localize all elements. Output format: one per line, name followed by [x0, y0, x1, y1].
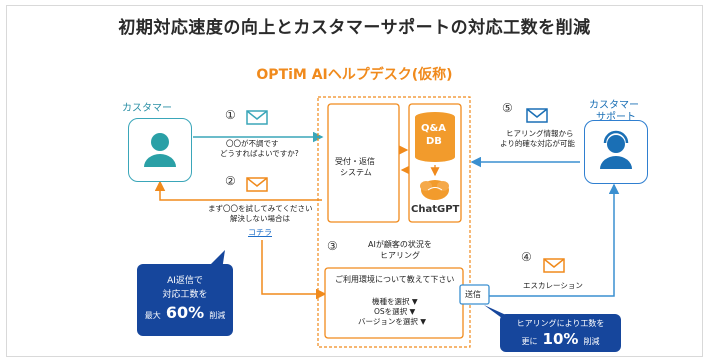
step-4-text: エスカレーション [523, 281, 583, 290]
callout-left-line1: AI返信で [167, 276, 203, 286]
step-4-number: ④ [521, 250, 532, 264]
mail-icon [246, 177, 268, 192]
step-5-text-2: より的確な対応が可能 [500, 139, 575, 148]
arrow-link-form [261, 240, 327, 300]
headset-person-icon [600, 130, 632, 169]
callout-left: AI返信で 対応工数を 最大 60% 削減 [137, 264, 233, 336]
callout-left-value: 60% [165, 303, 205, 322]
callout-right: ヒアリングにより工数を 更に 10% 削減 [500, 314, 621, 352]
step-3-number: ③ [327, 239, 338, 253]
step-2-text-2: 解決しない場合は [230, 214, 290, 223]
arrow-4 [489, 183, 620, 297]
callout-right-value: 10% [542, 330, 579, 348]
step-2-number: ② [225, 174, 236, 188]
arrow-2 [154, 180, 322, 201]
person-icon [144, 133, 176, 167]
step-1-text-1: 〇〇が不調です [226, 139, 279, 148]
product-subtitle: OPTiM AIヘルプデスク(仮称) [256, 67, 453, 83]
support-label-line1: カスタマー [589, 100, 639, 111]
system-box [327, 103, 400, 223]
step-5-text-1: ヒアリング情報から [506, 129, 574, 138]
send-button[interactable]: 送信 [465, 290, 481, 299]
callout-left-suffix: 削減 [209, 311, 226, 320]
frame [6, 5, 703, 357]
brain-icon [420, 180, 449, 200]
callout-left-tail [205, 250, 225, 270]
callout-right-suffix: 削減 [583, 337, 600, 346]
form-select-device[interactable]: 機種を選択 ▼ [372, 297, 418, 306]
system-label-2: システム [340, 168, 372, 177]
db-cylinder-icon [415, 112, 455, 162]
mail-icon [246, 110, 268, 125]
form-select-os[interactable]: OSを選択 ▼ [374, 307, 416, 316]
page-title: 初期対応速度の向上とカスタマーサポートの対応工数を削減 [118, 18, 591, 38]
chatgpt-label: ChatGPT [411, 204, 460, 215]
callout-left-line2: 対応工数を [162, 290, 208, 300]
callout-left-prefix: 最大 [144, 311, 161, 320]
system-container [317, 96, 471, 348]
step-5-number: ⑤ [502, 101, 513, 115]
customer-icon-box [128, 118, 192, 182]
callout-right-line1: ヒアリングにより工数を [516, 319, 605, 328]
mail-icon [526, 108, 548, 123]
mail-icon [543, 258, 565, 273]
step-2-text-1: まず〇〇を試してみてください [208, 204, 313, 213]
qa-label-2: DB [426, 136, 442, 147]
system-label-1: 受付・返信 [335, 157, 375, 166]
customer-label: カスタマー [122, 103, 172, 114]
send-button-box [459, 284, 490, 305]
step-1-text-2: どうすればよいですか? [220, 149, 299, 158]
support-label-line2: サポート [596, 112, 636, 123]
callout-right-tail [484, 305, 506, 321]
form-select-version[interactable]: バージョンを選択 ▼ [358, 317, 427, 326]
step-3-text-2: ヒアリング [380, 251, 420, 260]
step-2-link[interactable]: コチラ [248, 228, 272, 237]
form-title: ご利用環境について教えて下さい [335, 275, 455, 284]
step-1-number: ① [225, 108, 236, 122]
support-icon-box [584, 120, 648, 184]
callout-right-prefix: 更に [521, 337, 538, 346]
qa-label-1: Q&A [421, 123, 446, 134]
step-3-text-1: AIが顧客の状況を [368, 240, 432, 249]
